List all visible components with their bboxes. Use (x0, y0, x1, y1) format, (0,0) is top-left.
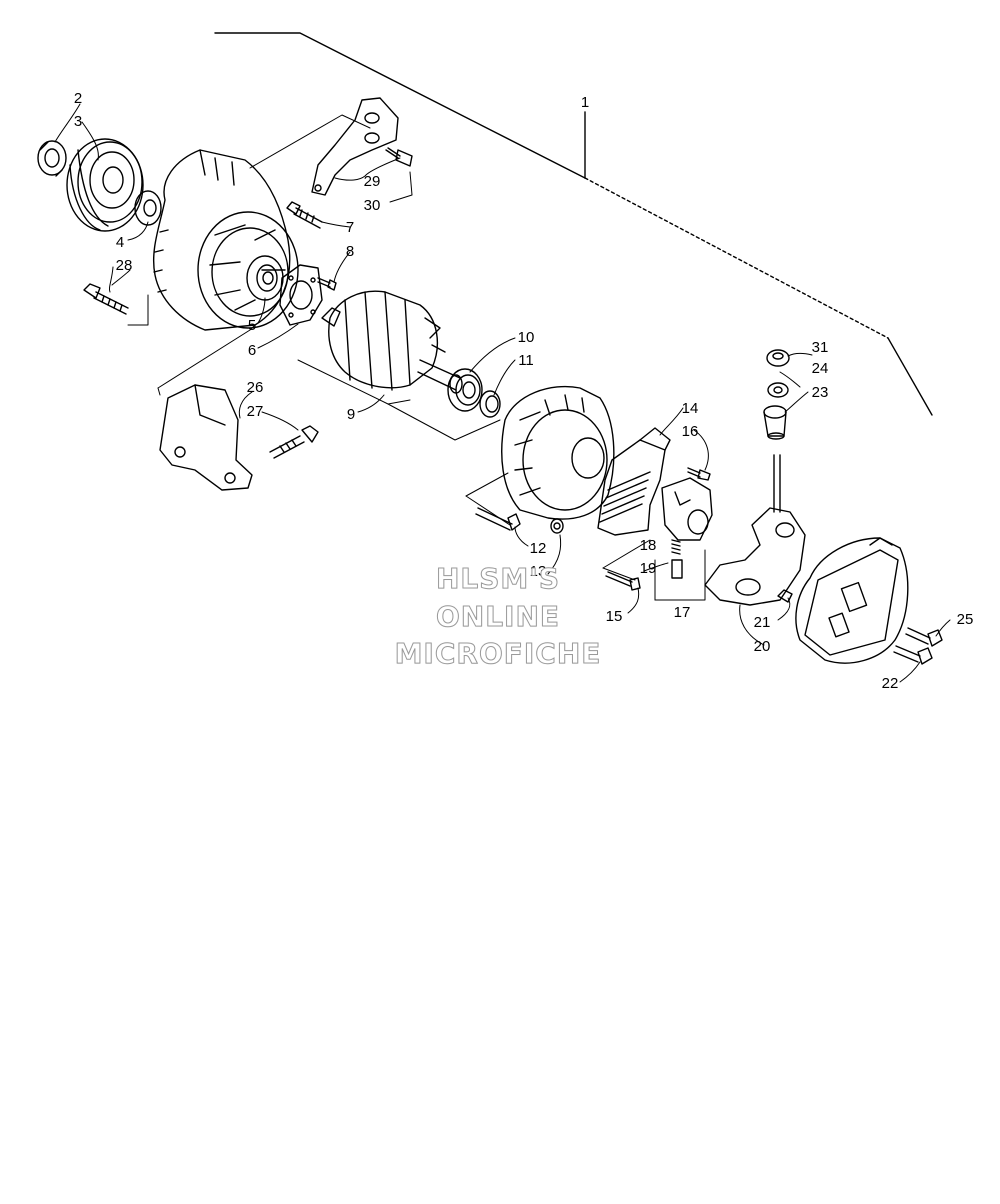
callout-leaders (54, 103, 951, 683)
part-28-bolt (83, 283, 129, 315)
callout-25: 25 (957, 611, 974, 628)
part-16-screw (687, 467, 711, 481)
part-10-bearing (447, 368, 483, 412)
part-23-insulator (763, 405, 787, 440)
callout-8: 8 (346, 243, 354, 260)
part-2-nut (37, 140, 67, 177)
part-4-spacer (134, 190, 162, 226)
callout-14: 14 (682, 400, 699, 417)
callout-21: 21 (754, 614, 771, 631)
callout-7: 7 (346, 219, 354, 236)
callout-23: 23 (812, 384, 829, 401)
part-7-bolt (286, 201, 323, 229)
part-29-bracket (311, 97, 399, 196)
callout-24: 24 (812, 360, 829, 377)
callout-15: 15 (606, 608, 623, 625)
callout-30: 30 (364, 197, 381, 214)
callout-26: 26 (247, 379, 264, 396)
callout-20: 20 (754, 638, 771, 655)
callout-22: 22 (882, 675, 899, 692)
watermark-line-1: HLSM'S (435, 562, 561, 596)
part-13-nut (550, 518, 564, 534)
watermark-line-3: MICROFICHE (394, 637, 602, 671)
part-5-bearing (246, 255, 284, 301)
callout-2: 2 (74, 90, 82, 107)
callout-18: 18 (640, 537, 657, 554)
part-17-brush-holder (661, 477, 713, 541)
rectifier-end-frame (501, 385, 615, 520)
part-30-bolt (385, 147, 413, 167)
part-9-rotor (321, 290, 463, 394)
part-24-washer (767, 382, 789, 398)
callout-numbers: 1 2 3 4 5 6 7 8 9 10 11 12 13 14 15 16 1… (74, 90, 974, 692)
part-3-pulley (66, 138, 144, 232)
callout-31: 31 (812, 339, 829, 356)
watermark-line-2: ONLINE (435, 600, 561, 634)
callout-19: 19 (640, 560, 657, 577)
rear-cover (795, 537, 909, 664)
part-18-spring (671, 539, 681, 555)
part-6-retainer (279, 264, 323, 326)
callout-28: 28 (116, 257, 133, 274)
part-19-brush (671, 559, 683, 579)
part-27-bolt (269, 425, 319, 459)
callout-17: 17 (674, 604, 691, 621)
part-20-terminal-plate (704, 454, 806, 606)
callout-29: 29 (364, 173, 381, 190)
callout-9: 9 (347, 406, 355, 423)
part-31-nut (766, 349, 790, 367)
part-14-rectifier (597, 427, 671, 536)
callout-27: 27 (247, 403, 264, 420)
part-11-ring (479, 390, 501, 418)
callout-13: 13 (530, 563, 547, 580)
callout-10: 10 (518, 329, 535, 346)
part-12-bolt (475, 507, 521, 531)
part-25-bolt (905, 627, 943, 647)
leader-lines (127, 114, 706, 601)
callout-11: 11 (518, 352, 534, 369)
drive-end-frame (152, 149, 299, 331)
part-26-bracket (159, 384, 253, 491)
callout-4: 4 (116, 234, 124, 251)
callout-16: 16 (682, 423, 699, 440)
part-22-bolt (893, 645, 933, 665)
part-21-screw (777, 589, 793, 603)
callout-1: 1 (581, 94, 589, 111)
assembly-outline (214, 32, 933, 416)
part-15-screw (605, 571, 641, 591)
callout-5: 5 (248, 317, 256, 334)
callout-12: 12 (530, 540, 547, 557)
callout-3: 3 (74, 113, 82, 130)
callout-6: 6 (248, 342, 256, 359)
